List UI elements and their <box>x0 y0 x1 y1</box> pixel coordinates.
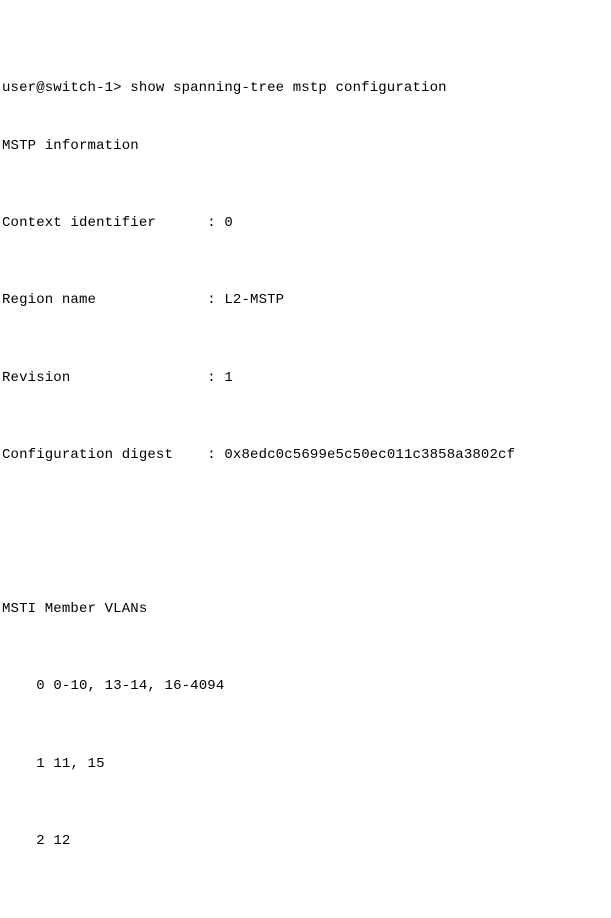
field-separator: : <box>207 292 216 309</box>
field-value: 0 <box>224 215 233 232</box>
msti-vlans: 12 <box>53 832 71 849</box>
msti-table-header: MSTI Member VLANs <box>2 601 148 618</box>
field-value: L2-MSTP <box>224 292 285 309</box>
field-value: 1 <box>224 369 233 386</box>
output-title: MSTP information <box>2 138 139 155</box>
field-label: Revision <box>2 369 71 386</box>
field-value: 0x8edc0c5699e5c50ec011c3858a3802cf <box>224 446 516 463</box>
field-separator: : <box>207 369 216 386</box>
terminal-output[interactable]: user@switch-1> show spanning-tree mstp c… <box>0 0 611 849</box>
msti-indent <box>2 678 36 694</box>
blank-line <box>2 523 611 542</box>
msti-gap <box>45 756 54 772</box>
msti-row: 2 12 <box>2 832 611 851</box>
msti-row: 1 11, 15 <box>2 755 611 774</box>
command-line: user@switch-1> show spanning-tree mstp c… <box>2 80 447 97</box>
field-label: Region name <box>2 292 97 309</box>
field-row-revision: Revision : 1 <box>2 369 611 388</box>
msti-row: 0 0-10, 13-14, 16-4094 <box>2 677 611 696</box>
field-separator: : <box>207 446 216 463</box>
msti-id: 1 <box>36 755 45 772</box>
msti-vlans: 0-10, 13-14, 16-4094 <box>53 678 225 695</box>
msti-gap <box>45 833 54 849</box>
field-padding <box>96 292 207 308</box>
msti-indent <box>2 756 36 772</box>
field-padding <box>156 215 207 231</box>
field-separator: : <box>207 215 216 232</box>
msti-indent <box>2 833 36 849</box>
field-row-configuration-digest: Configuration digest : 0x8edc0c5699e5c50… <box>2 446 611 465</box>
field-row-region-name: Region name : L2-MSTP <box>2 291 611 310</box>
field-padding <box>70 370 207 386</box>
blank-line <box>2 909 611 918</box>
msti-id: 2 <box>36 832 45 849</box>
msti-id: 0 <box>36 678 45 695</box>
field-row-context-identifier: Context identifier : 0 <box>2 214 611 233</box>
field-label: Configuration digest <box>2 446 174 463</box>
field-padding <box>173 447 207 463</box>
msti-gap <box>45 678 54 694</box>
msti-vlans: 11, 15 <box>53 755 105 772</box>
field-label: Context identifier <box>2 215 156 232</box>
